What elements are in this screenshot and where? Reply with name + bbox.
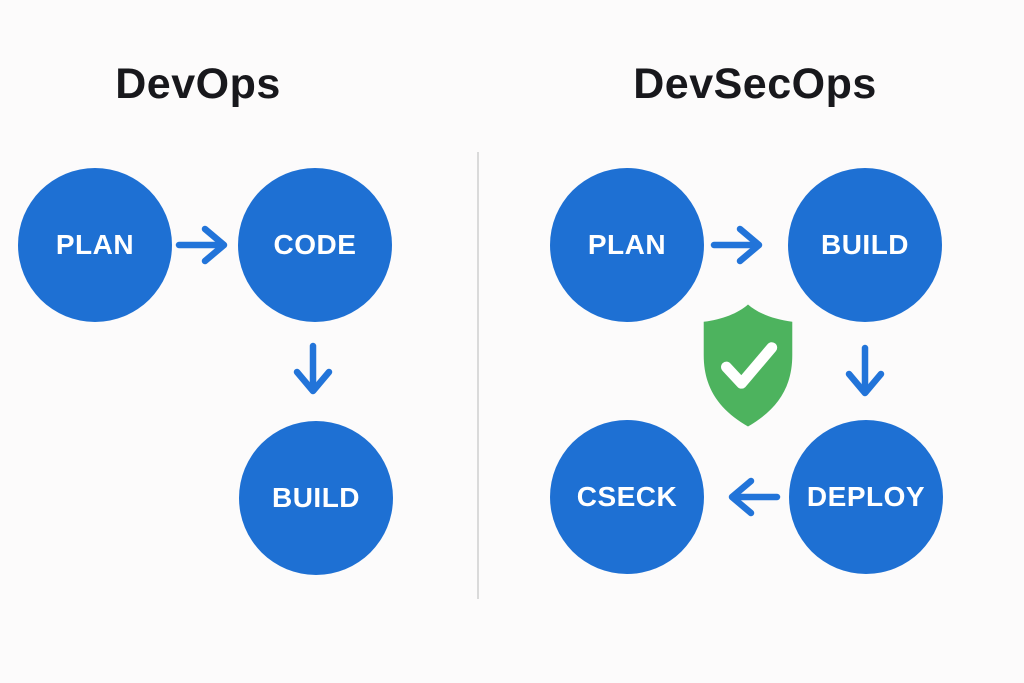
devops-node-build: BUILD	[239, 421, 393, 575]
panel-divider	[477, 152, 479, 599]
arrow-right-icon	[710, 225, 763, 265]
node-label: PLAN	[55, 229, 135, 260]
node-label: DEPLOY	[806, 481, 926, 512]
arrow-down-icon	[845, 344, 885, 397]
devops-node-plan: PLAN	[18, 168, 172, 322]
node-label: CSECK	[576, 481, 678, 512]
node-label: PLAN	[587, 229, 667, 260]
arrow-left-icon	[728, 477, 781, 517]
arrow-right-icon	[175, 225, 228, 265]
shield-check-icon	[703, 304, 793, 427]
devsecops-node-deploy: DEPLOY	[789, 420, 943, 574]
devops-node-code: CODE	[238, 168, 392, 322]
node-label: BUILD	[820, 229, 910, 260]
node-label: CODE	[273, 229, 357, 260]
devsecops-panel-title: DevSecOps	[633, 60, 877, 108]
arrow-down-icon	[293, 342, 333, 395]
node-label: BUILD	[271, 482, 361, 513]
devsecops-node-plan: PLAN	[550, 168, 704, 322]
devsecops-node-cseck: CSECK	[550, 420, 704, 574]
devops-panel-title: DevOps	[115, 60, 281, 108]
devsecops-node-build: BUILD	[788, 168, 942, 322]
